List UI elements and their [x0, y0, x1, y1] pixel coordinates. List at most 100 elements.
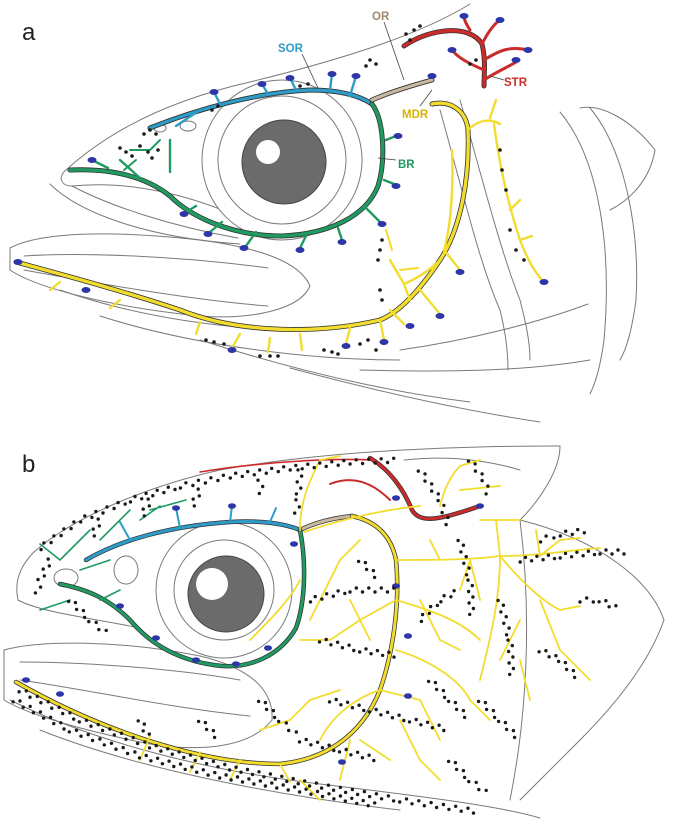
neuromast-dot: [206, 773, 210, 777]
neuromast-dot: [586, 549, 591, 553]
neuromast-dot: [144, 753, 148, 758]
neuromast-dot: [167, 759, 171, 763]
neuromast-dot: [39, 701, 43, 705]
neuromast-dot: [614, 604, 618, 608]
neuromast-dot: [332, 797, 336, 801]
panel-a-supraorbital-canal: [147, 72, 375, 131]
neuromast-dot: [433, 680, 438, 685]
neuromast-dot: [327, 792, 331, 796]
neuromast-dot: [146, 497, 150, 501]
neuromast-dot: [35, 694, 39, 699]
neuromast-dot: [112, 506, 116, 511]
neuromast-dot: [604, 548, 608, 552]
neuromast-dot: [544, 649, 548, 653]
neuromast-dot: [423, 472, 427, 476]
neuromast-dot: [121, 745, 125, 750]
neuromast-dot: [97, 524, 102, 528]
neuromast-dot: [262, 775, 266, 779]
neuromast-dot: [133, 494, 137, 499]
neuromast-dot: [502, 621, 506, 625]
neuromast-dot: [240, 474, 244, 479]
neuromast-dot: [506, 649, 511, 654]
neuromast-dot: [491, 708, 496, 713]
neuromast-dot: [484, 492, 488, 496]
neuromast-dot: [312, 465, 316, 470]
neuromast-dot: [468, 612, 472, 617]
neuromast-dot: [446, 515, 450, 520]
neuromast-dot: [508, 672, 512, 677]
neuromast-dot: [154, 743, 158, 748]
neuromast-dot: [355, 792, 360, 797]
neuromast-dot: [563, 551, 568, 556]
neuromast-dot: [128, 500, 133, 504]
neuromast-dot: [496, 598, 500, 603]
neuromast-dot: [454, 707, 459, 712]
neuromast-dot: [360, 756, 365, 760]
neuromast-dot: [288, 468, 292, 472]
neuromast-dot: [102, 743, 107, 747]
neuromast-dot: [558, 534, 562, 538]
neuromast-dot: [474, 780, 478, 785]
neuromast-dot: [73, 600, 78, 605]
neuromast-dot: [59, 533, 63, 538]
neuromast-dot: [552, 536, 556, 540]
neuromast-dot: [510, 643, 514, 648]
str-canal-main: [402, 29, 487, 88]
pore: [404, 693, 412, 699]
neuromast-dot: [36, 577, 40, 582]
neuromast-dot: [203, 720, 208, 725]
neuromast-dot: [292, 785, 297, 789]
neuromast-dot: [379, 713, 383, 717]
neuromast-dot: [304, 737, 308, 742]
neuromast-dot: [459, 550, 463, 554]
neuromast-dot: [159, 749, 163, 753]
neuromast-dot: [364, 567, 369, 572]
neuromast-dot: [348, 462, 352, 466]
neuromast-dot: [227, 768, 232, 772]
neuromast-dot: [442, 503, 446, 508]
neuromast-dot: [149, 759, 153, 763]
neuromast-dot: [461, 708, 466, 713]
neuromast-dot: [100, 728, 105, 733]
panel-b-mandibular-network: [13, 455, 601, 801]
neuromast-dot: [90, 738, 95, 743]
neuromast-dot: [442, 695, 447, 700]
neuromast-dot: [392, 456, 396, 460]
neuromast-dot: [61, 711, 65, 716]
neuromast-dot: [362, 789, 367, 794]
neuromast-dot: [116, 500, 120, 505]
neuromast-dot: [556, 659, 561, 664]
neuromast-dot: [453, 760, 458, 765]
pore: [295, 247, 305, 253]
neuromast-dot: [101, 511, 105, 515]
neuromast-dot: [334, 697, 338, 702]
panel-a-mandibular-canal: [13, 98, 546, 354]
neuromast-dot: [299, 486, 303, 490]
panel-b: b: [3, 445, 665, 819]
neuromast-dot: [256, 478, 260, 482]
neuromast-dot: [285, 779, 289, 784]
neuromast-dot: [178, 486, 183, 490]
neuromast-dot: [320, 746, 325, 750]
neuromast-dot: [337, 750, 342, 754]
neuromast-dot: [294, 498, 298, 502]
neuromast-dot: [94, 620, 98, 625]
neuromast-dot: [367, 586, 371, 590]
neuromast-dot: [338, 794, 343, 798]
neuromast-dot: [456, 538, 460, 543]
neuromast-dot: [307, 784, 312, 788]
label-str: STR: [504, 77, 528, 89]
neuromast-dot: [441, 688, 446, 693]
neuromast-dot: [347, 643, 351, 647]
neuromast-dot: [483, 700, 488, 705]
neuromast-dot: [379, 457, 383, 461]
neuromast-dot: [294, 730, 298, 734]
neuromast-dot: [319, 786, 324, 790]
panel-a-otic-canal: [369, 77, 435, 103]
neuromast-dot: [166, 485, 170, 489]
neuromast-dot: [339, 703, 343, 707]
neuromast-dot: [193, 758, 197, 763]
neuromast-dot: [314, 781, 319, 785]
neuromast-dot: [372, 575, 377, 580]
neuromast-dot: [320, 794, 325, 799]
